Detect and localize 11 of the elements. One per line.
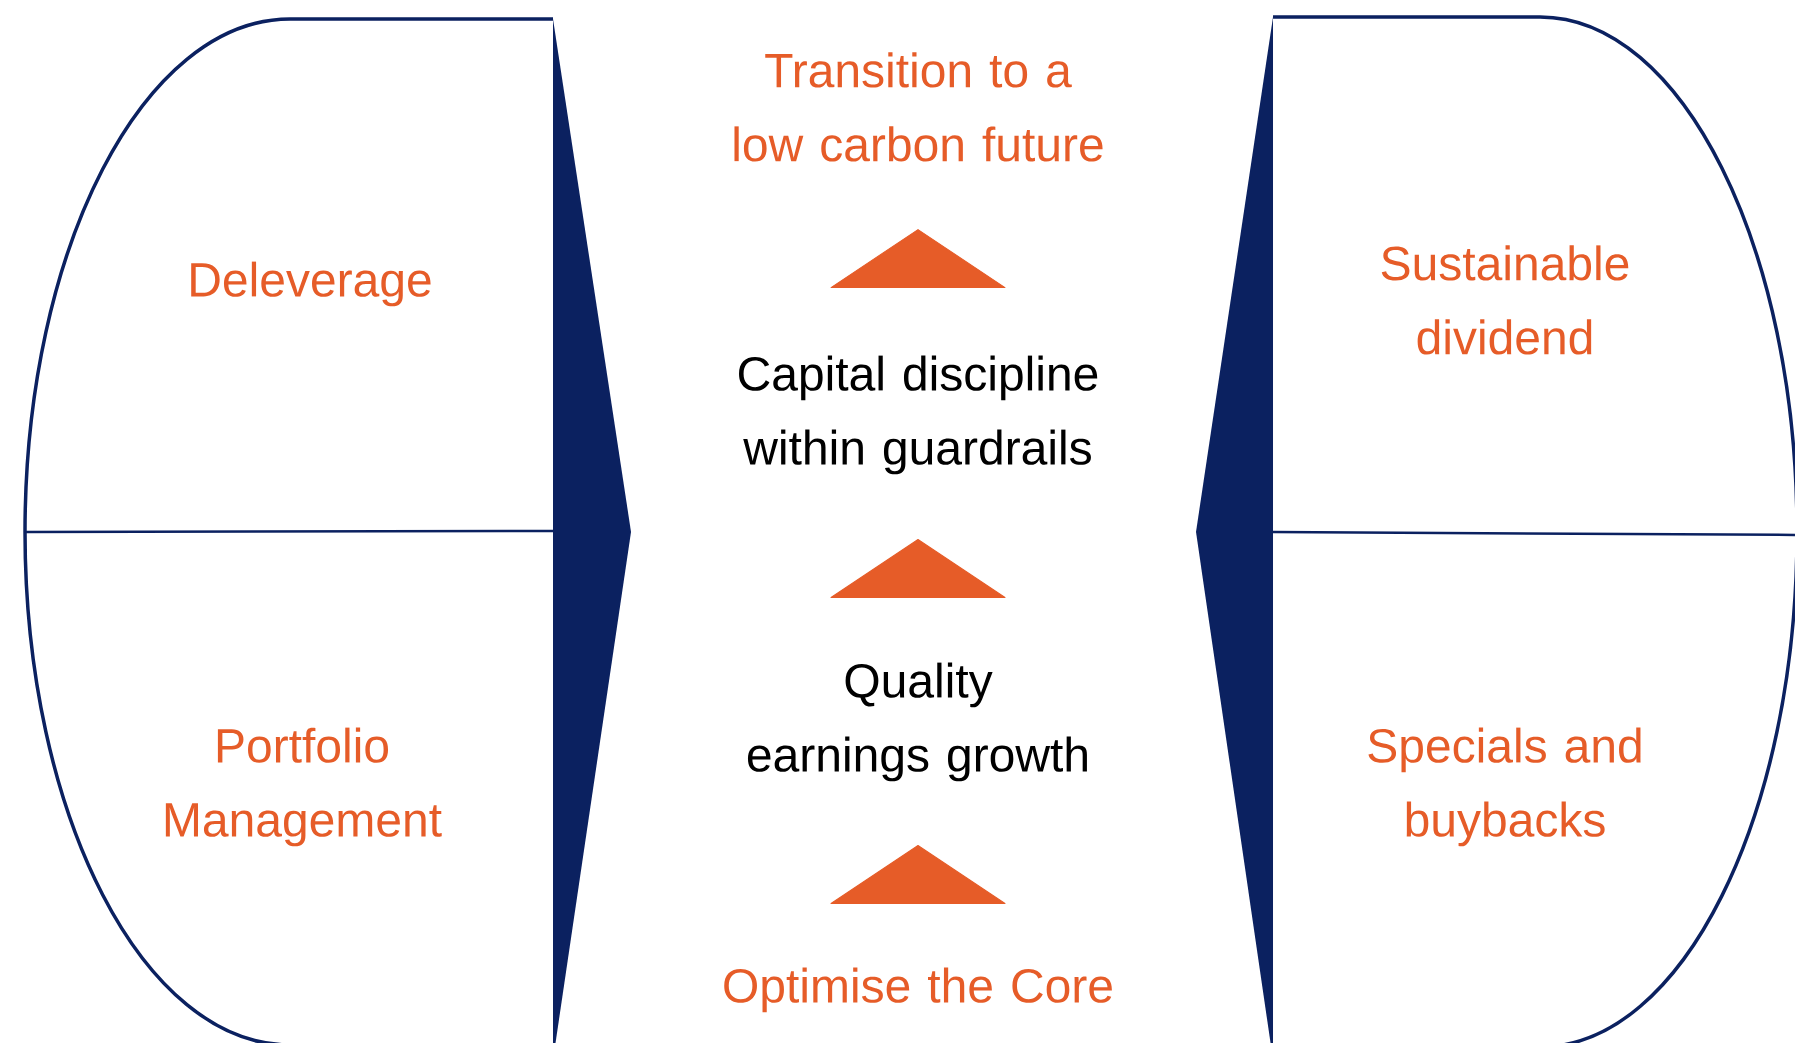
stage-label: Quality earnings growth — [747, 662, 1087, 782]
category-label: Specials and buybacks — [1368, 727, 1641, 847]
chevron-arrow — [830, 229, 1006, 289]
category-label: Deleverage — [191, 261, 431, 307]
category-label: Portfolio Management — [165, 727, 442, 847]
chevron-arrow — [830, 845, 1006, 904]
chevron-arrow — [830, 539, 1006, 598]
stage-label: Capital discipline within guardrails — [739, 355, 1098, 475]
stage-heading: Optimise the Core — [724, 967, 1112, 1013]
category-label: Sustainable dividend — [1381, 245, 1629, 355]
stage-heading: Transition to a low carbon future — [734, 52, 1103, 162]
